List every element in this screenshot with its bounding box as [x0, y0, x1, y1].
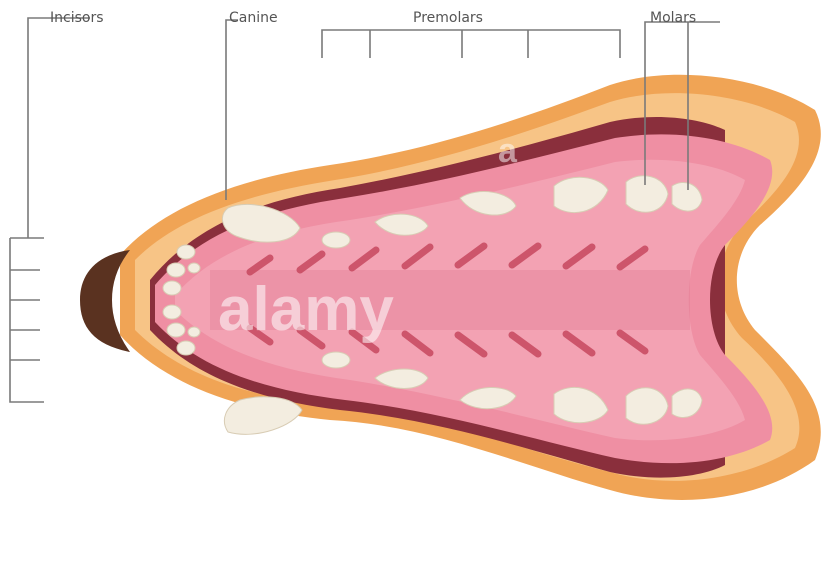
incisor-tooth [163, 281, 181, 295]
incisor-tooth [188, 263, 200, 273]
label-canine: Canine [229, 10, 278, 26]
incisors-leader [28, 18, 90, 238]
premolar-tooth [322, 232, 350, 248]
incisors-bracket [10, 238, 44, 402]
premolar-tooth [322, 352, 350, 368]
canine-leader [226, 20, 238, 200]
watermark-brand: alamy [218, 275, 394, 344]
incisor-tooth [177, 341, 195, 355]
label-incisors: Incisors [50, 10, 104, 26]
canine-tooth-lower [224, 397, 302, 435]
incisor-tooth [188, 327, 200, 337]
incisor-tooth [177, 245, 195, 259]
premolars-bracket [322, 30, 620, 58]
watermark-mark-top: a [498, 132, 518, 170]
incisor-tooth [163, 305, 181, 319]
label-premolars: Premolars [413, 10, 483, 26]
label-molars: Molars [650, 10, 696, 26]
watermark-mark-bottom: a [498, 460, 518, 498]
incisor-tooth [167, 263, 185, 277]
incisor-tooth [167, 323, 185, 337]
